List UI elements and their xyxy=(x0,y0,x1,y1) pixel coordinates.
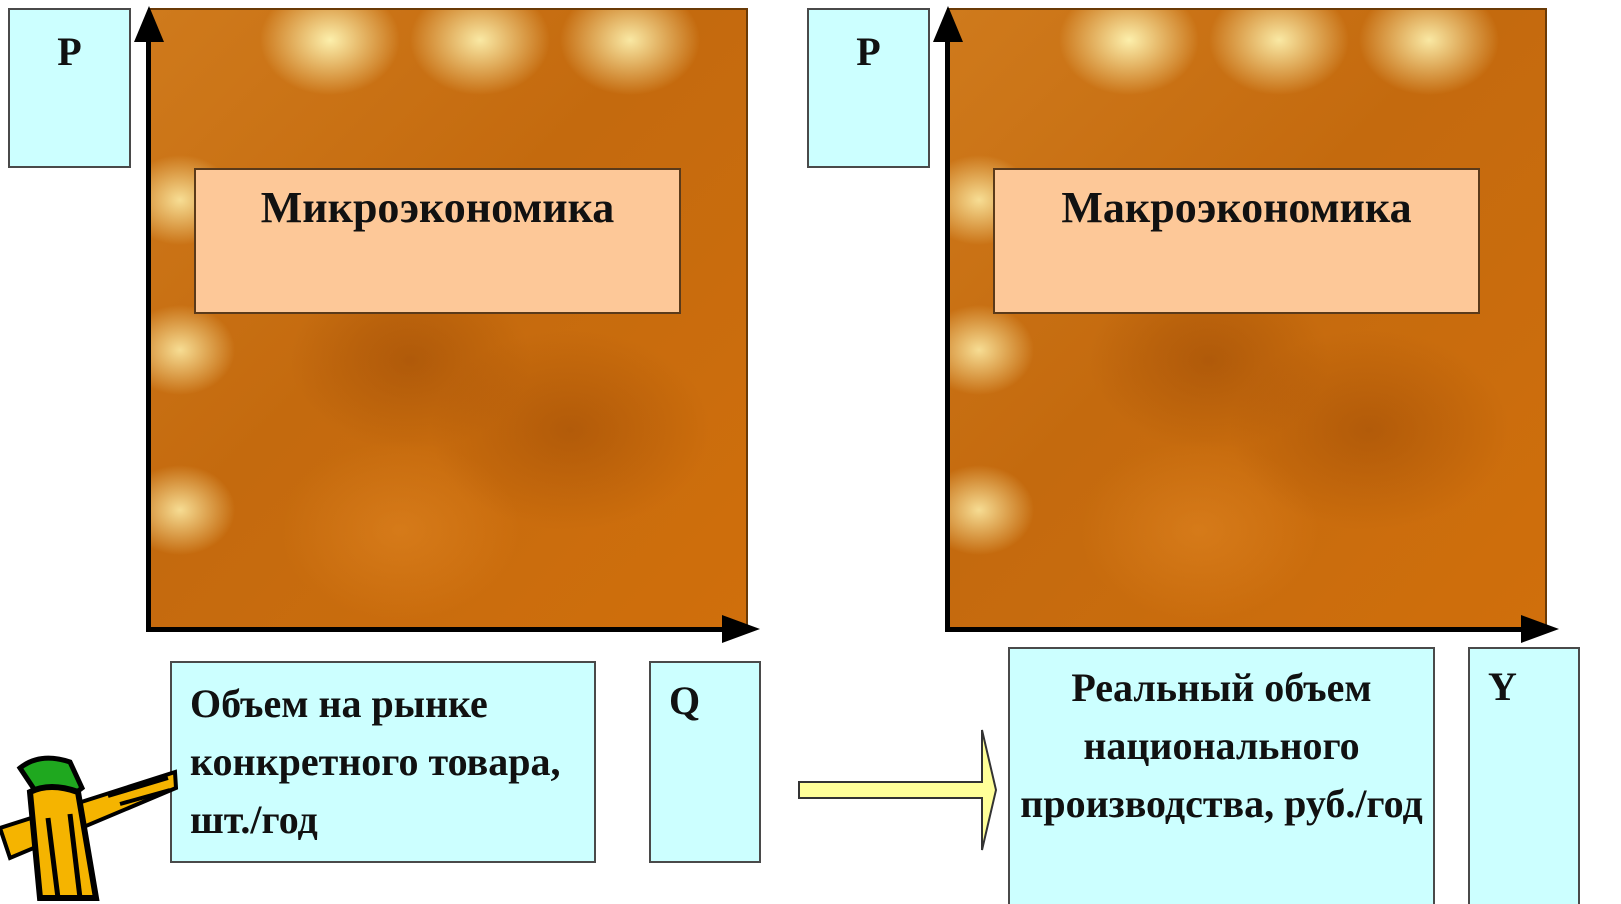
right-y-axis-label: P xyxy=(856,29,881,74)
right-y-axis xyxy=(945,36,950,632)
left-y-axis xyxy=(146,36,151,632)
left-chart-area xyxy=(148,8,748,630)
left-title: Микроэкономика xyxy=(260,183,615,232)
right-x-axis-arrowhead xyxy=(1521,615,1559,643)
right-title: Макроэкономика xyxy=(1061,183,1412,232)
right-x-axis-label: Y xyxy=(1488,664,1517,709)
left-y-axis-label-box: P xyxy=(8,8,131,168)
right-x-axis xyxy=(945,627,1529,632)
left-x-axis xyxy=(146,627,730,632)
right-x-axis-label-box: Y xyxy=(1468,647,1580,904)
left-x-axis-label-box: Q xyxy=(649,661,761,863)
right-arrow-icon xyxy=(798,729,998,851)
left-x-axis-label: Q xyxy=(669,678,701,723)
right-chart-area xyxy=(947,8,1547,630)
left-x-description: Объем на рынке конкретного товара, шт./г… xyxy=(190,681,561,842)
right-y-axis-label-box: P xyxy=(807,8,930,168)
right-x-description-box: Реальный объем национального производств… xyxy=(1008,647,1435,904)
right-y-axis-arrowhead xyxy=(933,6,963,42)
left-x-description-box: Объем на рынке конкретного товара, шт./г… xyxy=(170,661,596,863)
pencil-clipart-icon xyxy=(0,755,179,901)
left-y-axis-label: P xyxy=(57,29,82,74)
right-title-box: Макроэкономика xyxy=(993,168,1480,314)
right-x-description: Реальный объем национального производств… xyxy=(1020,665,1423,826)
left-title-box: Микроэкономика xyxy=(194,168,681,314)
left-y-axis-arrowhead xyxy=(134,6,164,42)
left-x-axis-arrowhead xyxy=(722,615,760,643)
